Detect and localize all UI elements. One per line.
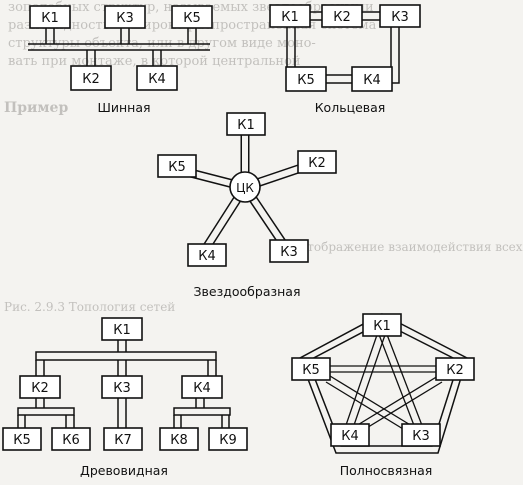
star-node-k2: К2 <box>297 150 337 174</box>
svg-text:К1: К1 <box>237 118 255 133</box>
star-hub: ЦК <box>229 171 261 203</box>
star-node-k1: К1 <box>226 112 266 136</box>
tree-node-k8: К8 <box>159 427 199 451</box>
mesh-node-k2: К2 <box>435 357 475 381</box>
svg-text:К3: К3 <box>412 429 430 444</box>
ghost-text-7: Рис. 2.9.3 Топология сетей <box>4 300 176 314</box>
svg-text:К5: К5 <box>302 363 320 378</box>
caption-ring: Кольцевая <box>315 100 386 115</box>
bus-node-k1: К1 <box>29 5 71 29</box>
svg-text:К4: К4 <box>193 381 211 396</box>
svg-text:К1: К1 <box>113 323 131 338</box>
svg-text:К2: К2 <box>308 156 326 171</box>
ring-node-k3: К3 <box>379 4 421 28</box>
svg-text:К2: К2 <box>31 381 49 396</box>
tree-node-k2: К2 <box>19 375 61 399</box>
svg-text:К2: К2 <box>82 72 100 87</box>
ring-node-k4: К4 <box>351 66 393 92</box>
bus-node-k3: К3 <box>104 5 146 29</box>
svg-text:К4: К4 <box>363 73 381 88</box>
svg-text:К8: К8 <box>170 433 188 448</box>
svg-text:К5: К5 <box>297 73 315 88</box>
svg-text:К3: К3 <box>391 10 409 25</box>
mesh-node-k3: К3 <box>401 423 441 447</box>
ring-node-k2: К2 <box>321 4 363 28</box>
svg-text:К6: К6 <box>62 433 80 448</box>
topology-diagrams: К1 К3 К5 К2 К4 К1 К2 К3 К5 К4 К1 К5 К2 К… <box>2 4 475 478</box>
tree-node-k1: К1 <box>101 317 143 341</box>
bus-node-k2: К2 <box>70 65 112 91</box>
caption-tree: Древовидная <box>80 463 168 478</box>
svg-text:К5: К5 <box>183 11 201 26</box>
svg-text:К5: К5 <box>168 160 186 175</box>
ghost-text-5: Пример <box>4 100 69 116</box>
svg-text:К4: К4 <box>198 249 216 264</box>
ring-node-k1: К1 <box>269 4 311 28</box>
star-node-k4: К4 <box>187 243 227 267</box>
svg-text:К3: К3 <box>116 11 134 26</box>
svg-text:К4: К4 <box>148 72 166 87</box>
tree-node-k6: К6 <box>51 427 91 451</box>
mesh-node-k1: К1 <box>362 313 402 337</box>
svg-text:К9: К9 <box>219 433 237 448</box>
svg-text:К4: К4 <box>341 429 359 444</box>
svg-text:К1: К1 <box>281 10 299 25</box>
caption-mesh: Полносвязная <box>340 463 433 478</box>
svg-text:К7: К7 <box>114 433 132 448</box>
svg-text:ЦК: ЦК <box>236 181 254 195</box>
svg-text:К5: К5 <box>13 433 31 448</box>
star-node-k5: К5 <box>157 154 197 178</box>
tree-node-k7: К7 <box>103 427 143 451</box>
mesh-node-k5: К5 <box>291 357 331 381</box>
star-node-k3: К3 <box>269 239 309 263</box>
ring-node-k5: К5 <box>285 66 327 92</box>
svg-text:К1: К1 <box>373 319 391 334</box>
svg-text:К3: К3 <box>280 245 298 260</box>
mesh-node-k4: К4 <box>330 423 370 447</box>
svg-text:К2: К2 <box>446 363 464 378</box>
bus-node-k4: К4 <box>136 65 178 91</box>
tree-node-k4: К4 <box>181 375 223 399</box>
caption-bus: Шинная <box>97 100 150 115</box>
svg-text:К3: К3 <box>113 381 131 396</box>
caption-star: Звездообразная <box>194 284 301 299</box>
bus-node-k5: К5 <box>171 5 213 29</box>
ghost-text-6: отображение взаимодействия всех <box>300 240 523 254</box>
svg-text:К2: К2 <box>333 10 351 25</box>
tree-node-k3: К3 <box>101 375 143 399</box>
tree-node-k9: К9 <box>208 427 248 451</box>
tree-node-k5: К5 <box>2 427 42 451</box>
svg-text:К1: К1 <box>41 11 59 26</box>
